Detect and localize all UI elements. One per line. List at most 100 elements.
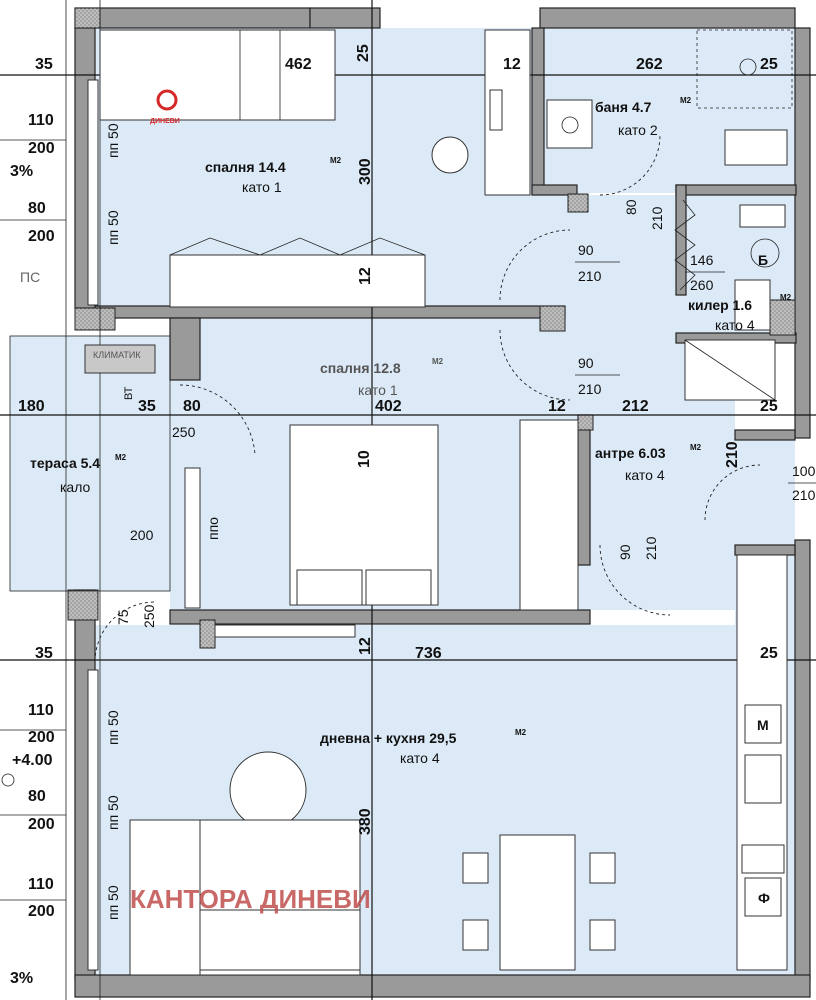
bed1 bbox=[169, 254, 426, 308]
dim-210-b: 210 bbox=[578, 268, 602, 284]
office-chair bbox=[431, 136, 469, 174]
terrace-floor bbox=[10, 336, 170, 591]
storage-name: килер 1.6 bbox=[688, 297, 752, 313]
door-living bbox=[599, 544, 671, 616]
dim-210-c: 210 bbox=[578, 381, 602, 397]
hob bbox=[741, 844, 785, 874]
hall-name: антре 6.03 bbox=[595, 445, 666, 461]
door-terrace bbox=[179, 384, 256, 456]
door-bed1 bbox=[499, 229, 571, 301]
monitor bbox=[489, 89, 503, 131]
column-1 bbox=[74, 307, 116, 331]
level-mark: +4.00 bbox=[12, 752, 53, 769]
wall-right bbox=[794, 27, 811, 439]
toilet bbox=[724, 129, 788, 166]
dim-12-a: 12 bbox=[503, 56, 521, 73]
dim-300: 300 bbox=[357, 158, 374, 185]
terrace-outline bbox=[9, 335, 171, 592]
living-floor-label: като 4 bbox=[400, 750, 440, 766]
column-7 bbox=[67, 589, 99, 621]
dim-210-d: 210 bbox=[724, 441, 741, 468]
wall-right-lower bbox=[794, 539, 811, 981]
dim-212: 212 bbox=[622, 398, 649, 415]
bedroom2-floor-label: като 1 bbox=[358, 382, 398, 398]
washing-machine bbox=[739, 204, 786, 228]
dim-80-b: 80 bbox=[623, 199, 639, 215]
logo-text: ДИНЕВИ bbox=[150, 118, 180, 125]
bed2-side-left bbox=[184, 467, 201, 609]
dim-90-b: 90 bbox=[578, 355, 594, 371]
oven-box bbox=[744, 877, 782, 917]
wardrobe-top bbox=[99, 29, 336, 121]
oven-letter: Ф bbox=[758, 890, 770, 906]
boiler-letter: Б bbox=[758, 252, 768, 268]
terrace-floor-label: кало bbox=[60, 479, 91, 495]
wall-bed1-bed2 bbox=[94, 305, 566, 319]
wall-bed2-living bbox=[169, 609, 591, 625]
pn-50-d: пп 50 bbox=[105, 795, 121, 830]
pn-50-a: пп 50 bbox=[105, 123, 121, 158]
dim-736: 736 bbox=[415, 645, 442, 662]
column-4 bbox=[769, 299, 796, 336]
terrace-name: тераса 5.4 bbox=[30, 455, 100, 471]
dim-12-c: 12 bbox=[548, 398, 566, 415]
round-table bbox=[229, 751, 307, 829]
bath-name: баня 4.7 bbox=[595, 99, 652, 115]
microwave-box bbox=[744, 704, 782, 744]
vt-label: ВТ bbox=[123, 386, 135, 400]
window-left-1 bbox=[87, 79, 99, 306]
wall-bed2-hall bbox=[577, 414, 591, 566]
wall-storage-left bbox=[675, 184, 687, 296]
ps-label: ПС bbox=[20, 269, 40, 285]
dim-25-c: 25 bbox=[760, 398, 778, 415]
hall-unit: М2 bbox=[690, 443, 702, 452]
dim-10: 10 bbox=[356, 450, 373, 468]
dim-200-f: 200 bbox=[28, 903, 55, 920]
dim-262: 262 bbox=[636, 56, 663, 73]
living-name: дневна + кухня 29,5 bbox=[320, 730, 457, 746]
column-5 bbox=[567, 193, 589, 213]
dim-75: 75 bbox=[115, 609, 131, 625]
washbasin bbox=[546, 99, 593, 149]
bath-floor-label: като 2 bbox=[618, 122, 658, 138]
column-8 bbox=[199, 619, 216, 649]
folding-door bbox=[674, 199, 696, 291]
terrace-unit: М2 bbox=[115, 453, 127, 462]
dim-80-a: 80 bbox=[28, 200, 46, 217]
dim-380: 380 bbox=[357, 808, 374, 835]
bath-unit: М2 bbox=[680, 96, 692, 105]
dim-180: 180 bbox=[18, 398, 45, 415]
dim-110-b: 110 bbox=[28, 702, 54, 719]
dim-200-c: 200 bbox=[130, 527, 154, 543]
wall-top-right bbox=[539, 7, 796, 29]
dim-25-d: 25 bbox=[760, 645, 778, 662]
column-3 bbox=[577, 414, 594, 431]
bedroom1-name: спалня 14.4 bbox=[205, 159, 286, 175]
dim-100: 100 bbox=[792, 463, 816, 479]
dim-462: 462 bbox=[285, 56, 312, 73]
wall-top bbox=[74, 7, 311, 29]
dim-260: 260 bbox=[690, 277, 714, 293]
ppo-label: ппо bbox=[205, 517, 221, 540]
dim-250-a: 250 bbox=[172, 424, 196, 440]
ac-unit bbox=[84, 344, 156, 374]
boiler-circle bbox=[750, 238, 780, 268]
wall-top-mid bbox=[309, 7, 381, 29]
wall-hall-lower bbox=[734, 544, 796, 556]
pn-50-e: пп 50 bbox=[105, 885, 121, 920]
wall-terrace-col bbox=[169, 317, 201, 381]
wall-hall-right bbox=[734, 429, 796, 441]
microwave-letter: М bbox=[757, 717, 769, 733]
pn-50-b: пп 50 bbox=[105, 210, 121, 245]
dim-210-a: 210 bbox=[649, 206, 665, 230]
dim-80-c: 80 bbox=[183, 398, 201, 415]
kitchen-sink bbox=[744, 754, 782, 804]
wall-bottom bbox=[74, 974, 811, 998]
pn-50-c: пп 50 bbox=[105, 710, 121, 745]
window-left-2 bbox=[87, 669, 99, 971]
door-hall bbox=[704, 464, 761, 521]
bedroom2-unit: М2 bbox=[432, 357, 444, 366]
dim-210-e: 210 bbox=[792, 487, 816, 503]
bedroom1-unit: М2 bbox=[330, 156, 342, 165]
storage-floor-label: като 4 bbox=[715, 317, 755, 333]
